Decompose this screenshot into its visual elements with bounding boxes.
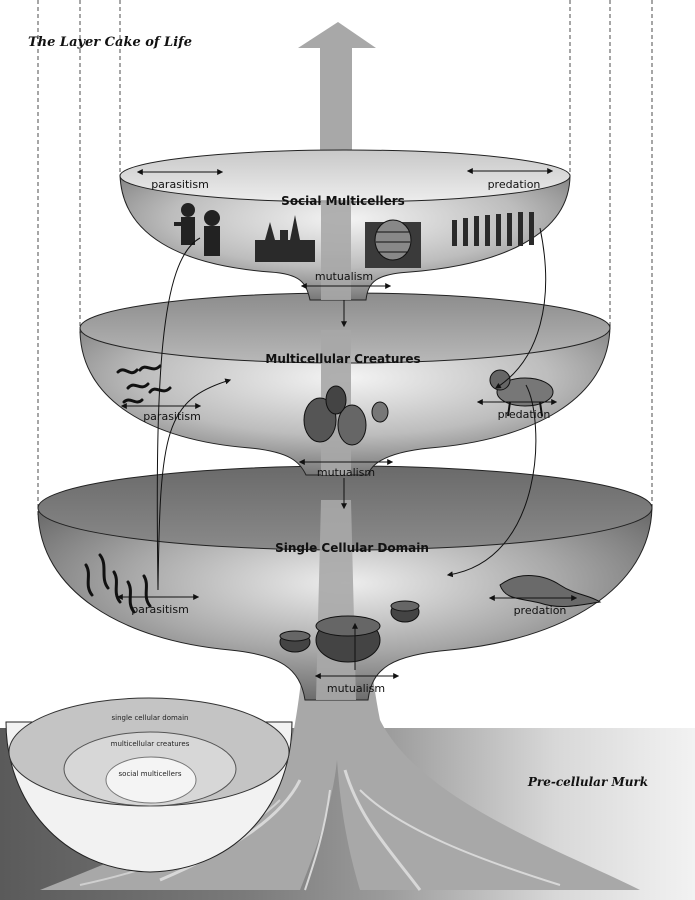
- plant-illustration: [303, 385, 389, 446]
- multicellular-left-relation: parasitism: [143, 410, 201, 423]
- social-left-relation: parasitism: [151, 178, 209, 191]
- worms-illustration: [116, 364, 172, 404]
- relation-arrows: [116, 168, 578, 679]
- single-left-relation: parasitism: [131, 603, 189, 616]
- inset-inner-label: social multicellers: [119, 770, 182, 778]
- beehive-illustration: [365, 219, 421, 268]
- social-right-relation: predation: [488, 178, 541, 191]
- murk-label: Pre-cellular Murk: [527, 775, 648, 789]
- marching-army-illustration: [452, 212, 534, 246]
- multicellular-layer-name: Multicellular Creatures: [265, 352, 420, 366]
- single-center-relation: mutualism: [327, 682, 385, 695]
- social-center-relation: mutualism: [315, 270, 373, 283]
- cross-layer-arrows: [156, 227, 547, 591]
- social-layer-name: Social Multicellers: [281, 194, 405, 208]
- inset-outer-label: single cellular domain: [112, 714, 189, 722]
- soldiers-illustration: [174, 203, 220, 256]
- single-layer-name: Single Cellular Domain: [275, 541, 429, 555]
- cathedral-illustration: [255, 215, 315, 262]
- diagram-title: The Layer Cake of Life: [28, 35, 192, 50]
- stromatolite-illustration: [279, 600, 420, 663]
- single-right-relation: predation: [514, 604, 567, 617]
- dashed-guides: [37, 0, 653, 515]
- descent-arrows: [341, 300, 358, 670]
- inset-middle-label: multicellular creatures: [111, 740, 190, 748]
- multicellular-center-relation: mutualism: [317, 466, 375, 479]
- multicellular-right-relation: predation: [498, 408, 551, 421]
- inset-inner-bowl: [105, 756, 197, 804]
- inset-nested-bowls: single cellular domain multicellular cre…: [5, 697, 293, 873]
